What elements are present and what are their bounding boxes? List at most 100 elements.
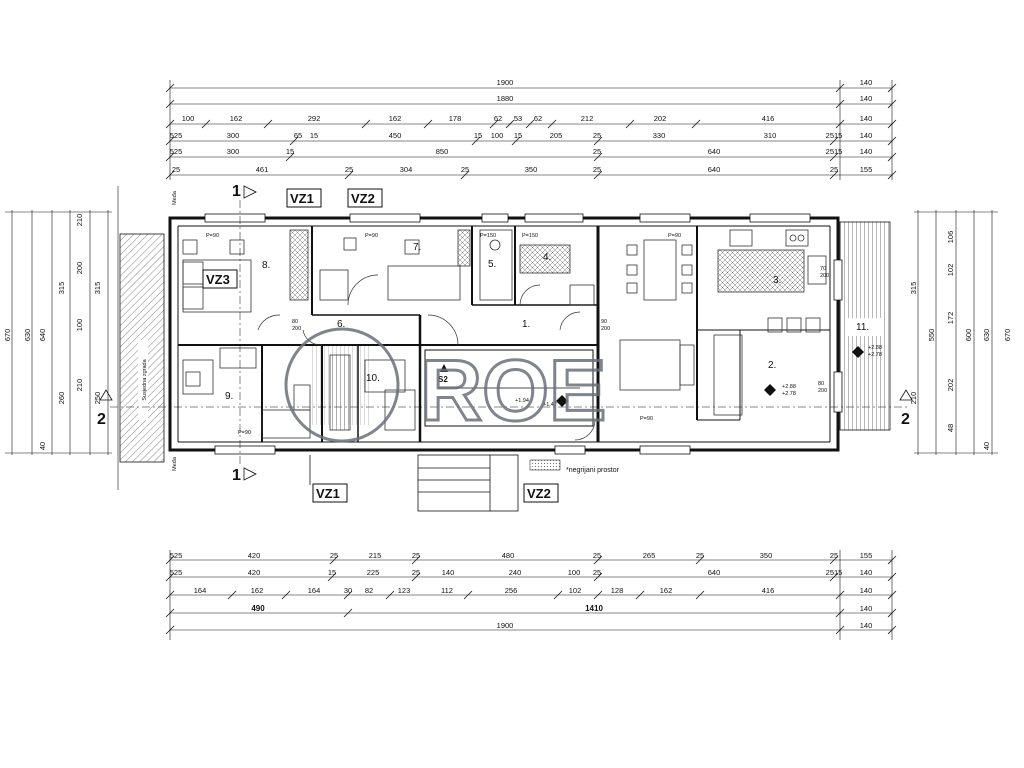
dim-bot-1-7: 100	[568, 568, 581, 577]
opening-5: P=90	[668, 233, 681, 239]
dim-right-1: 630	[982, 329, 991, 342]
opening-4: P=150	[522, 233, 538, 239]
dim-right-7: 202	[946, 379, 955, 392]
dimension-labels-right: 670 630 600 550 315 172 102 202 210 106 …	[909, 231, 1012, 450]
dim-top-5-3: 304	[400, 165, 413, 174]
dim-top-3-2: 65	[294, 131, 302, 140]
dim-bot-1-9: 640	[708, 568, 721, 577]
vz3: VZ3	[206, 272, 230, 287]
dimension-labels-top: 1900 140 1880 140 100 162 292 162 178 62…	[170, 78, 873, 174]
dimension-chains-bottom	[169, 550, 893, 640]
dim-right-6: 102	[946, 264, 955, 277]
dim-top-5-2: 25	[345, 165, 353, 174]
dim-top-5-1: 461	[256, 165, 269, 174]
dim-top-3-13: 140	[860, 131, 873, 140]
dim-bot-1-4: 25	[412, 568, 420, 577]
door-dim-1: 80	[292, 319, 298, 325]
room-2: 2.	[768, 360, 776, 371]
dim-bot-2-3: 30	[344, 586, 352, 595]
door-dim-6: 200	[820, 273, 829, 279]
dim-top-2-8: 212	[581, 114, 594, 123]
room-labels: 8. 7. 5. 4. 6. 1. 3. 2. 9. 10. 11.	[225, 242, 869, 402]
dim-top-2-11: 140	[860, 114, 873, 123]
dim-bot-0-0: 525	[170, 551, 183, 560]
dim-bot-0-10: 25	[830, 551, 838, 560]
vz2-bottom: VZ2	[527, 486, 551, 501]
room-7: 7.	[413, 242, 421, 253]
level-6: +1.94	[515, 398, 529, 404]
dim-left-1: 640	[38, 329, 47, 342]
dim-top-0-0: 1900	[497, 78, 514, 87]
dim-top-4-4: 25	[593, 147, 601, 156]
dim-bot-1-6: 240	[509, 568, 522, 577]
level-1: +2.88	[782, 384, 796, 390]
dimension-chains-sides	[5, 210, 998, 455]
dim-left-0: 670	[3, 329, 12, 342]
terrace-right	[839, 221, 891, 431]
zone-labels: VZ1 VZ2 VZ3 VZ1 VZ2	[202, 188, 559, 503]
dim-left-9: 210	[75, 379, 84, 392]
dim-bot-1-1: 420	[248, 568, 261, 577]
dim-bot-1-11: 140	[860, 568, 873, 577]
dim-top-4-1: 300	[227, 147, 240, 156]
dim-bot-2-1: 162	[251, 586, 264, 595]
dim-bot-2-12: 140	[860, 586, 873, 595]
dim-bot-0-3: 215	[369, 551, 382, 560]
dim-bot-2-0: 164	[194, 586, 207, 595]
dim-left-2: 630	[23, 329, 32, 342]
dim-top-2-5: 62	[494, 114, 502, 123]
dim-top-4-6: 2515	[826, 147, 843, 156]
room-3: 3.	[773, 275, 781, 286]
dim-top-5-6: 25	[593, 165, 601, 174]
room-9: 9.	[225, 391, 233, 402]
stair-label: S2	[438, 375, 448, 384]
opening-6: P=90	[238, 430, 251, 436]
dim-top-3-3: 15	[310, 131, 318, 140]
dim-top-5-7: 640	[708, 165, 721, 174]
vz1-bottom: VZ1	[316, 486, 340, 501]
dim-top-3-10: 330	[653, 131, 666, 140]
dim-top-4-2: 15	[286, 147, 294, 156]
dim-left-3: 315	[57, 282, 66, 295]
dim-bot-2-10: 162	[660, 586, 673, 595]
dimension-labels-bottom: 525 420 25 215 25 480 25 265 25 350 25 1…	[170, 551, 873, 630]
dim-top-4-7: 140	[860, 147, 873, 156]
dim-top-2-0: 100	[182, 114, 195, 123]
dim-bot-0-6: 25	[593, 551, 601, 560]
section-2-left: 2	[97, 411, 106, 428]
windows	[204, 213, 843, 455]
dim-top-5-4: 25	[461, 165, 469, 174]
dim-left-6: 210	[75, 214, 84, 227]
dim-bot-0-1: 420	[248, 551, 261, 560]
room-10: 10.	[366, 373, 380, 384]
dim-right-8: 210	[909, 392, 918, 405]
section-2-right: 2	[901, 411, 910, 428]
dim-top-5-5: 350	[525, 165, 538, 174]
dim-bot-2-6: 112	[441, 586, 453, 595]
dim-top-3-11: 310	[764, 131, 777, 140]
dim-bot-1-10: 2515	[826, 568, 843, 577]
dim-top-3-7: 15	[514, 131, 522, 140]
dim-bot-0-8: 25	[696, 551, 704, 560]
dim-top-3-0: 525	[170, 131, 183, 140]
dim-top-2-2: 292	[308, 114, 321, 123]
dim-bot-0-4: 25	[412, 551, 420, 560]
dim-top-3-12: 2515	[826, 131, 843, 140]
dim-top-0-1: 140	[860, 78, 873, 87]
dimension-ticks	[165, 83, 897, 635]
room-5: 5.	[488, 259, 496, 270]
dim-right-11: 40	[982, 442, 991, 450]
dim-bot-4-1: 140	[860, 621, 873, 630]
door-dim-8: 200	[818, 388, 827, 394]
watermark-logo: ROE	[284, 327, 608, 443]
dim-top-3-4: 450	[389, 131, 402, 140]
section-1-top: 1	[232, 183, 241, 200]
dim-bot-0-5: 480	[502, 551, 515, 560]
dim-top-3-5: 15	[474, 131, 482, 140]
opening-1: P=90	[206, 233, 219, 239]
dim-left-10: 100	[75, 319, 84, 332]
room-1: 1.	[522, 319, 530, 330]
dim-bot-1-3: 225	[367, 568, 380, 577]
medja-label-bottom: Međa	[172, 456, 178, 471]
opening-7: P=90	[640, 416, 653, 422]
